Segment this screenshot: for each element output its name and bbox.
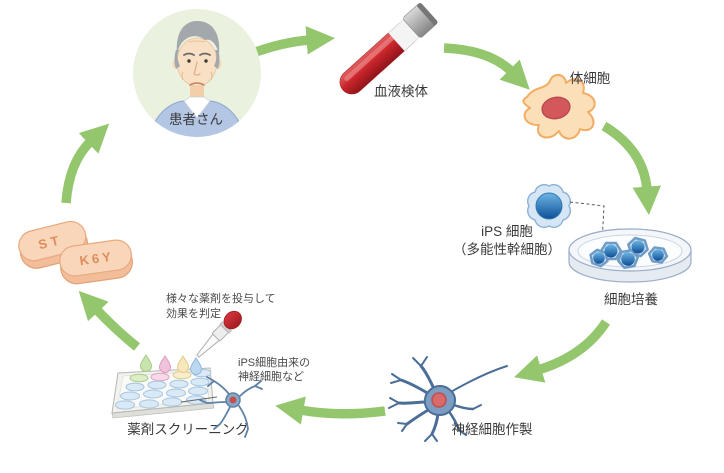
arrow-culture-to-neuron-icon <box>514 319 610 383</box>
pill-k6y-imprint: K6Y <box>79 249 115 269</box>
blood-tube-icon: 血液検体 <box>339 3 438 99</box>
neuron-production-label: 神経細胞作製 <box>452 422 533 437</box>
drug-screening-label: 薬剤スクリーニング <box>127 422 249 437</box>
somatic-cell-icon: 体細胞 <box>522 71 611 140</box>
ips-cell-label: iPS 細胞 <box>481 224 533 239</box>
ips-pointer-line <box>569 201 605 244</box>
arrow-screening-to-drug-icon <box>78 290 140 351</box>
pill-st-imprint: ST <box>37 232 65 253</box>
drug-note-line1: 様々な薬剤を投与して <box>166 291 276 305</box>
cell-culture-label: 細胞培養 <box>604 291 658 307</box>
dropper-icon <box>196 310 242 358</box>
well-plate-icon: 薬剤スクリーニング <box>111 367 249 437</box>
derived-note-line2: 神経細胞など <box>238 369 304 383</box>
blood-sample-label: 血液検体 <box>374 84 428 99</box>
arrow-drug-to-patient-icon <box>61 123 110 204</box>
drug-note-line2: 効果を判定 <box>166 306 221 320</box>
arrow-neuron-to-screening-icon <box>275 396 386 425</box>
ips-cell-sublabel: （多能性幹細胞） <box>453 241 561 257</box>
somatic-cell-label: 体細胞 <box>570 71 611 86</box>
drop-icons <box>139 354 203 375</box>
pill-k6y-icon: K6Y <box>59 239 133 285</box>
arrow-somatic-to-culture-icon <box>601 121 661 216</box>
arrow-blood-to-somatic-icon <box>443 43 530 90</box>
well-pointer-line <box>180 396 218 403</box>
small-neuron-icon <box>199 376 263 438</box>
neuron-icon: 神経細胞作製 <box>388 356 533 442</box>
ips-cell-icon <box>526 183 572 229</box>
derived-note-line1: iPS細胞由来の <box>238 355 310 369</box>
petri-dish-icon: 細胞培養 <box>568 228 692 307</box>
arrow-patient-to-blood-icon <box>251 26 336 58</box>
patient-label: 患者さん <box>169 112 223 127</box>
patient-icon: 患者さん <box>133 9 261 137</box>
